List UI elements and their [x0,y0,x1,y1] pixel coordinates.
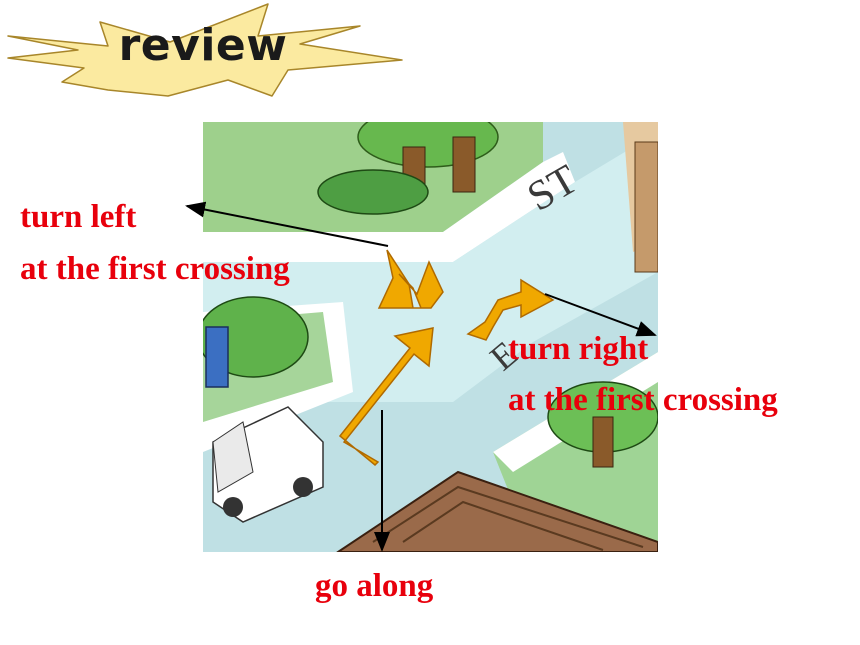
turn-right-label: turn right [508,331,649,367]
starburst-shape [7,3,403,97]
turn-left-label: turn left [20,199,137,235]
go-along-label: go along [315,568,434,604]
turn-left-detail-label: at the first crossing [20,251,290,287]
street-map-illustration: ST E [203,122,658,552]
turn-right-detail-label: at the first crossing [508,382,778,418]
badge-title: review [118,20,288,71]
review-badge: review [0,0,410,110]
